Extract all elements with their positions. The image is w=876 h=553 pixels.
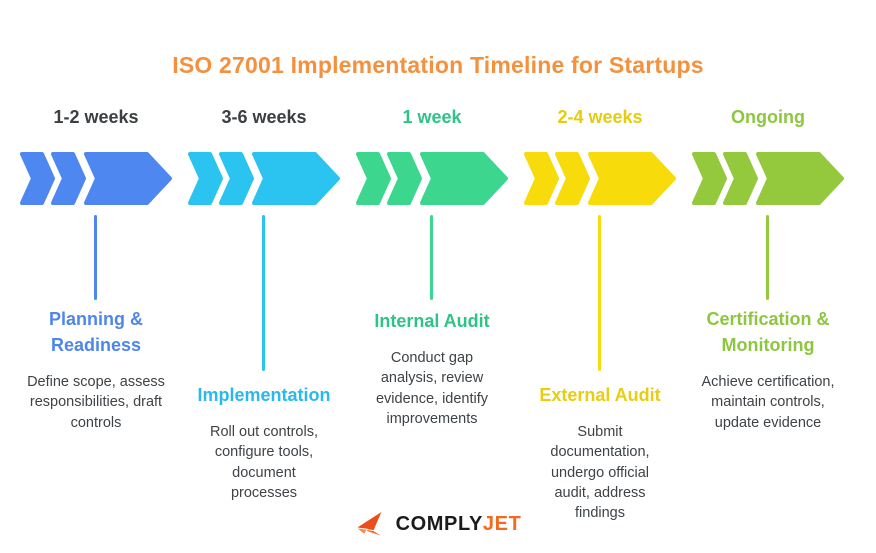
stage-title: Internal Audit: [374, 311, 490, 331]
stage-title: Planning & Readiness: [49, 309, 143, 355]
stage-duration: 1 week: [402, 107, 462, 127]
chevron-arrows-icon: [692, 152, 844, 205]
stage-internal-audit: 1 week Internal Audit Conduct gap analys…: [348, 0, 516, 553]
stage-title: Implementation: [197, 385, 331, 405]
connector-line: [766, 215, 769, 300]
page-title: ISO 27001 Implementation Timeline for St…: [172, 52, 704, 78]
stage-external-audit: 2-4 weeks External Audit Submit document…: [516, 0, 684, 553]
stage-duration: Ongoing: [731, 107, 805, 127]
connector-line: [262, 215, 265, 371]
stage-description: Conduct gap analysis, review evidence, i…: [375, 350, 489, 427]
paper-plane-icon: [354, 509, 385, 538]
stage-planning-readiness: 1-2 weeks Planning & Readiness Define sc…: [12, 0, 180, 553]
stage-duration: 2-4 weeks: [557, 107, 643, 127]
complyjet-logo: COMPLY JET: [0, 504, 876, 544]
stage-certification-monitoring: Ongoing Certification & Monitoring Achie…: [684, 0, 852, 553]
stage-description: Roll out controls, configure tools, docu…: [210, 424, 318, 501]
connector-line: [430, 215, 433, 300]
stage-duration: 3-6 weeks: [221, 107, 307, 127]
chevron-arrows-icon: [20, 152, 172, 205]
chevron-arrows-icon: [524, 152, 676, 205]
logo-text-comply: COMPLY: [395, 512, 483, 535]
logo-text-jet: JET: [482, 512, 522, 535]
stage-title: External Audit: [539, 385, 661, 405]
connector-line: [94, 215, 97, 300]
chevron-arrows-icon: [188, 152, 340, 205]
stage-description: Submit documentation, undergo official a…: [550, 424, 650, 522]
stage-duration: 1-2 weeks: [53, 107, 139, 127]
stage-description: Achieve certification, maintain controls…: [701, 374, 835, 431]
stage-title: Certification & Monitoring: [706, 309, 830, 355]
logo-wordmark: COMPLY JET: [396, 513, 522, 536]
stage-description: Define scope, assess responsibilities, d…: [27, 374, 165, 431]
stage-implementation: 3-6 weeks Implementation Roll out contro…: [180, 0, 348, 553]
connector-line: [598, 215, 601, 371]
chevron-arrows-icon: [356, 152, 508, 205]
